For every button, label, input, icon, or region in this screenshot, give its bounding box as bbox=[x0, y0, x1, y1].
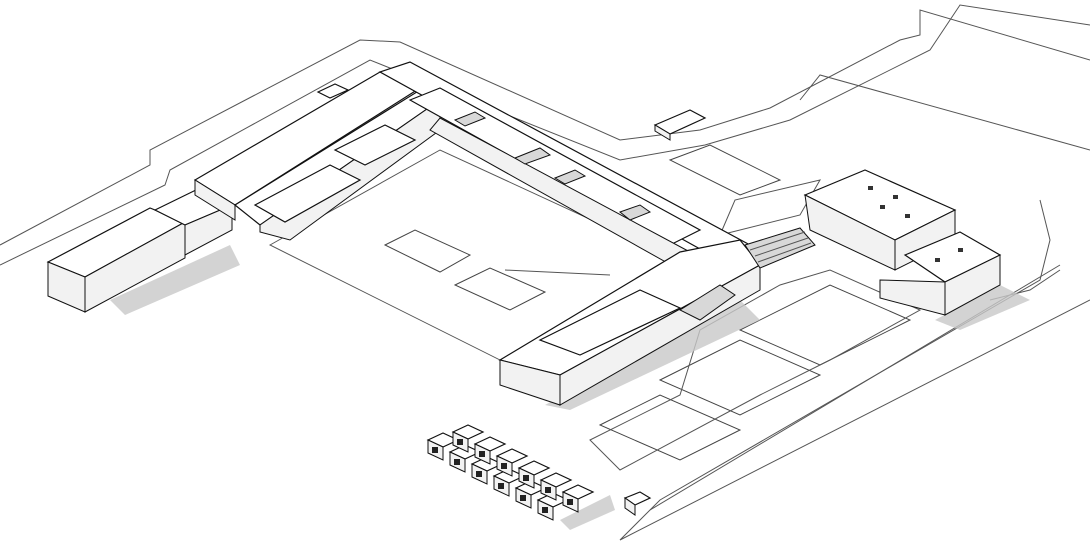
house-window bbox=[501, 463, 507, 469]
house-window bbox=[523, 475, 529, 481]
house-window bbox=[542, 507, 548, 513]
house-window bbox=[567, 499, 573, 505]
sports-fields bbox=[589, 144, 922, 471]
house-window bbox=[432, 447, 438, 453]
house-window bbox=[476, 471, 482, 477]
house-window bbox=[545, 487, 551, 493]
building-main bbox=[193, 61, 761, 406]
house-window bbox=[498, 483, 504, 489]
house-window bbox=[479, 451, 485, 457]
house-window bbox=[454, 459, 460, 465]
housing-cluster bbox=[426, 424, 595, 521]
house-window bbox=[457, 439, 463, 445]
house-window bbox=[520, 495, 526, 501]
site-boundary-lines bbox=[0, 4, 1090, 541]
covered-walkway bbox=[744, 227, 816, 269]
courtyard-markings bbox=[268, 149, 702, 371]
building-east-hall bbox=[803, 169, 1002, 316]
building-west bbox=[46, 187, 234, 313]
small-structures bbox=[316, 83, 707, 516]
